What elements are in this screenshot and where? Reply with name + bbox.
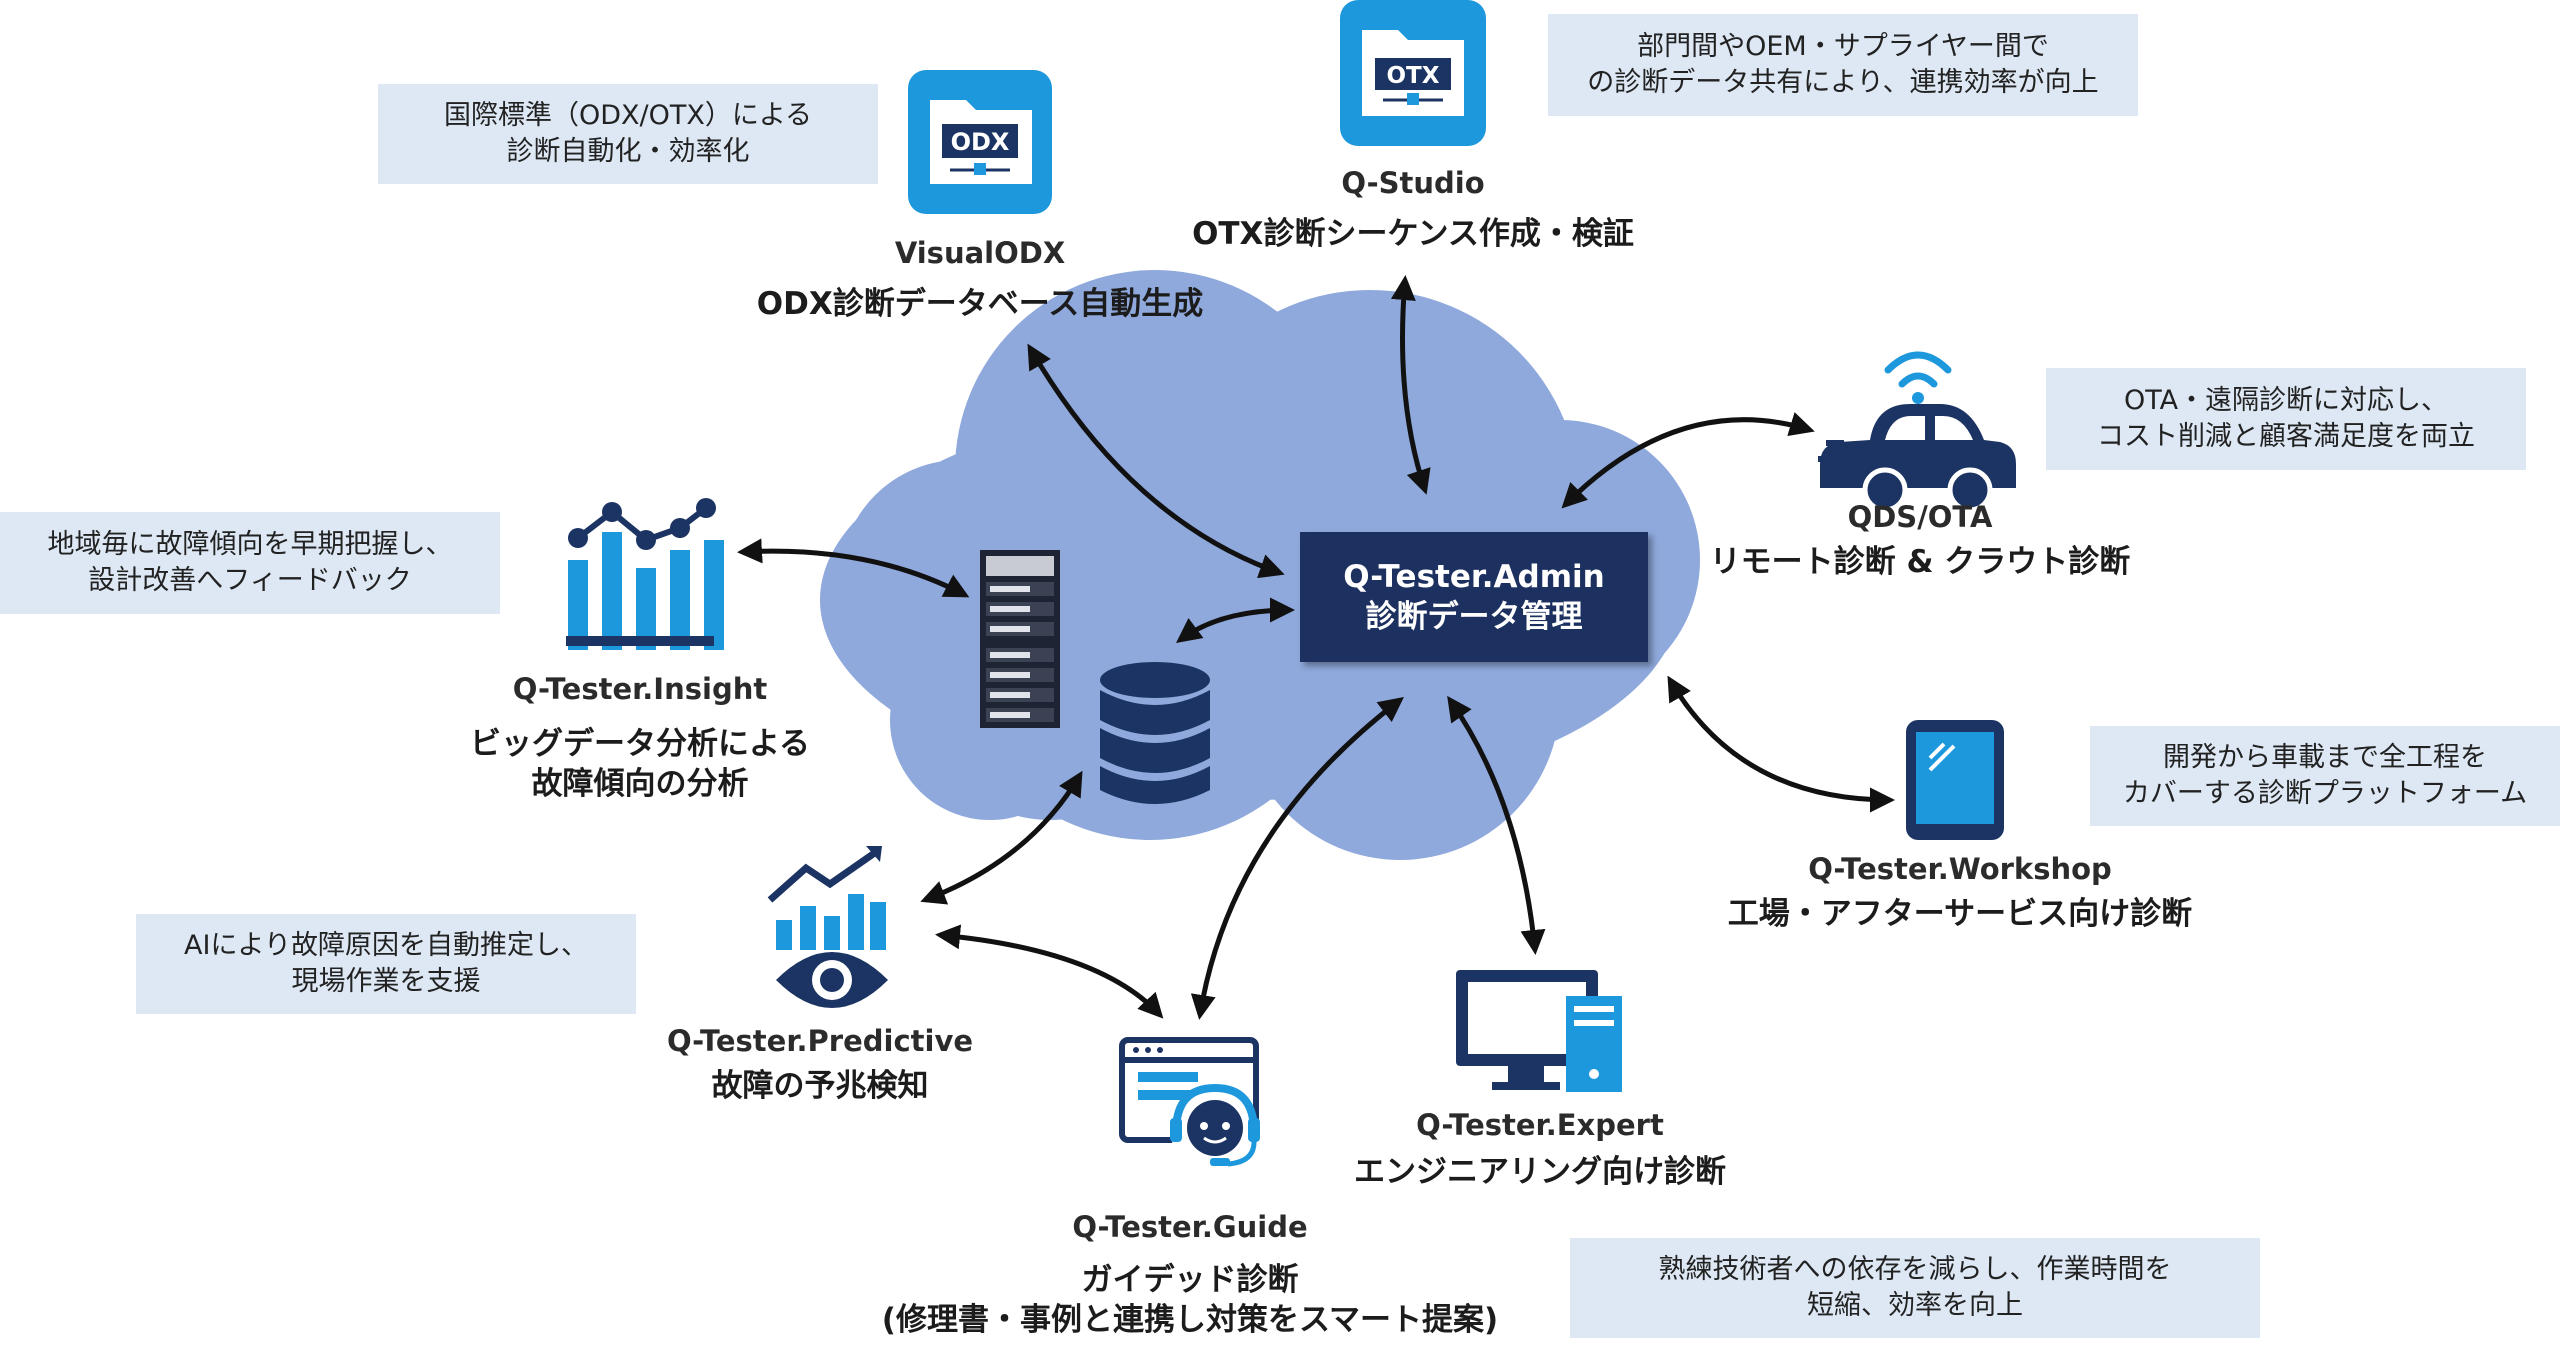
odx-badge-text: ODX: [951, 128, 1010, 156]
note-workshop-line-1: 開発から車載まで全工程を: [2163, 742, 2487, 774]
admin-hub-name: Q-Tester.Admin: [1343, 558, 1605, 595]
qds-subtitle: リモート診断 & クラウト診断: [1709, 544, 2131, 580]
note-visualodx-line-1: 国際標準（ODX/OTX）による: [443, 100, 813, 132]
admin-hub-subtitle: 診断データ管理: [1365, 599, 1583, 635]
note-qstudio-line-2: の診断データ共有により、連携効率が向上: [1587, 67, 2099, 98]
note-insight: 地域毎に故障傾向を早期把握し、 設計改善へフィードバック: [0, 512, 500, 614]
note-workshop-line-2: カバーする診断プラットフォーム: [2122, 778, 2528, 809]
otx-folder-icon: OTX: [1340, 0, 1486, 146]
note-qds-line-1: OTA・遠隔診断に対応し、: [2123, 385, 2449, 417]
note-guide-line-1: 熟練技術者への依存を減らし、作業時間を: [1658, 1254, 2172, 1286]
note-predictive-line-2: 現場作業を支援: [291, 966, 481, 997]
database-icon: [1100, 662, 1210, 804]
note-qstudio: 部門間やOEM・サプライヤー間で の診断データ共有により、連携効率が向上: [1548, 14, 2138, 116]
support-agent-icon: [1119, 1037, 1260, 1176]
odx-folder-icon: ODX: [908, 70, 1052, 214]
insight-subtitle: ビッグデータ分析による 故障傾向の分析: [420, 724, 860, 805]
note-predictive-line-1: AIにより故障原因を自動推定し、: [184, 930, 588, 962]
arrow-predictive-database: [920, 770, 1083, 905]
predictive-subtitle: 故障の予兆検知: [711, 1068, 929, 1104]
note-qstudio-line-1: 部門間やOEM・サプライヤー間で: [1637, 31, 2049, 63]
guide-subtitle-line-1: ガイデッド診断: [1081, 1262, 1299, 1298]
note-insight-line-2: 設計改善へフィードバック: [88, 565, 412, 596]
guide-subtitle: ガイデッド診断 (修理書・事例と連携し対策をスマート提案): [840, 1260, 1540, 1341]
arrow-qds-admin: [1561, 412, 1815, 509]
note-qds: OTA・遠隔診断に対応し、 コスト削減と顧客満足度を両立: [2046, 368, 2526, 470]
chart-eye-icon: [767, 846, 888, 1008]
qstudio-name: Q-Studio: [1341, 166, 1485, 200]
connected-car-icon: [1818, 351, 2016, 513]
workshop-name: Q-Tester.Workshop: [1808, 852, 2112, 886]
note-guide: 熟練技術者への依存を減らし、作業時間を 短縮、効率を向上: [1570, 1238, 2260, 1338]
arrow-expert-admin: [1447, 695, 1546, 955]
arrow-workshop-admin: [1667, 675, 1895, 813]
qstudio-subtitle: OTX診断シーケンス作成・検証: [1192, 216, 1634, 252]
workshop-subtitle: 工場・アフターサービス向け診断: [1727, 896, 2193, 932]
visualodx-name: VisualODX: [894, 236, 1066, 270]
arrow-qstudio-admin: [1390, 275, 1431, 495]
visualodx-subtitle: ODX診断データベース自動生成: [756, 286, 1204, 322]
bar-line-chart-icon: [566, 498, 724, 650]
insight-subtitle-line-1: ビッグデータ分析による: [469, 726, 811, 762]
predictive-name: Q-Tester.Predictive: [666, 1024, 974, 1058]
otx-badge-text: OTX: [1387, 63, 1440, 89]
insight-subtitle-line-2: 故障傾向の分析: [531, 766, 749, 803]
arrow-predictive-guide: [935, 924, 1164, 1019]
note-visualodx: 国際標準（ODX/OTX）による 診断自動化・効率化: [378, 84, 878, 184]
arrow-insight-rack: [737, 538, 970, 598]
note-qds-line-2: コスト削減と顧客満足度を両立: [2097, 421, 2475, 452]
guide-name: Q-Tester.Guide: [1072, 1210, 1308, 1244]
arrow-guide-admin: [1190, 696, 1404, 1020]
note-visualodx-line-2: 診断自動化・効率化: [506, 136, 750, 167]
admin-hub-box: Q-Tester.Admin 診断データ管理: [1300, 532, 1648, 662]
guide-subtitle-line-2: (修理書・事例と連携し対策をスマート提案): [881, 1302, 1499, 1339]
note-guide-line-2: 短縮、効率を向上: [1807, 1290, 2023, 1321]
arrow-database-admin: [1175, 597, 1295, 643]
tablet-icon: [1906, 720, 2004, 840]
note-predictive: AIにより故障原因を自動推定し、 現場作業を支援: [136, 914, 636, 1014]
arrow-visualodx-admin: [1027, 343, 1285, 579]
desktop-computer-icon: [1456, 970, 1622, 1092]
connector-arrows: [737, 275, 1895, 1020]
note-insight-line-1: 地域毎に故障傾向を早期把握し、: [47, 529, 453, 561]
insight-name: Q-Tester.Insight: [512, 672, 768, 706]
note-workshop: 開発から車載まで全工程を カバーする診断プラットフォーム: [2090, 726, 2560, 826]
qds-name: QDS/OTA: [1847, 500, 1993, 534]
expert-name: Q-Tester.Expert: [1416, 1108, 1664, 1142]
expert-subtitle: エンジニアリング向け診断: [1354, 1154, 1726, 1190]
server-rack-icon: [980, 550, 1060, 728]
